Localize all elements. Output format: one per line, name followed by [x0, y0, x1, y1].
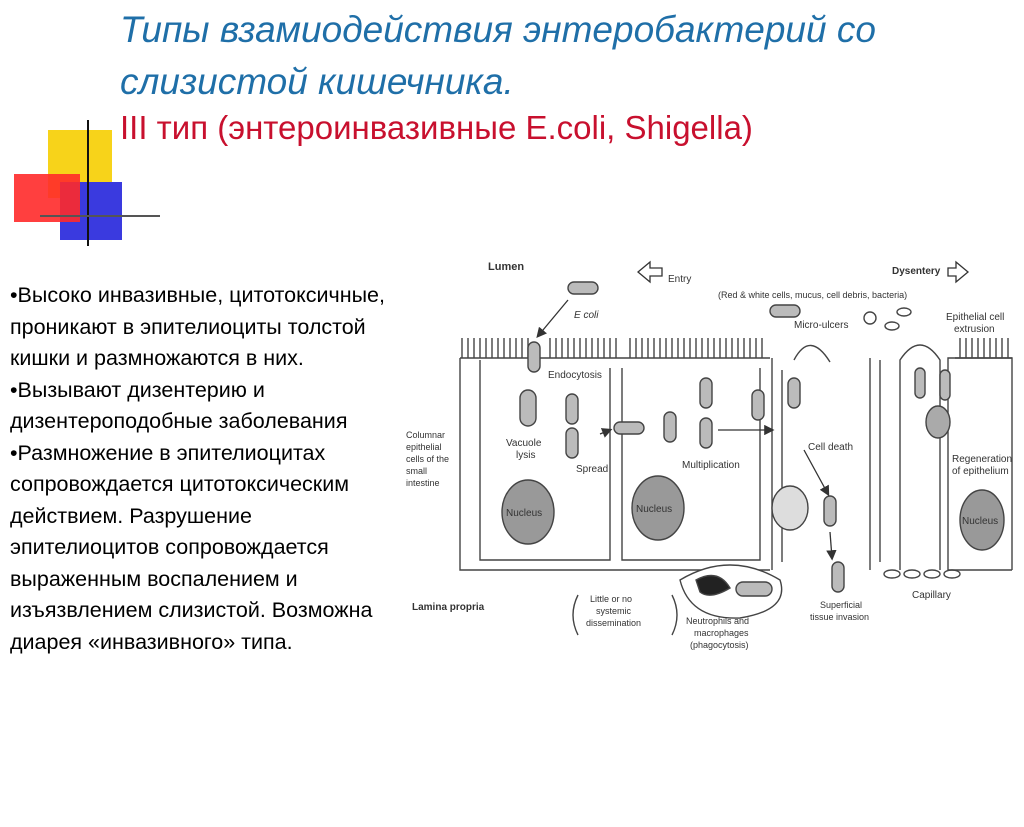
label-regeneration-1: Regeneration: [952, 454, 1012, 465]
label-cell-death: Cell death: [808, 442, 853, 453]
label-columnar-2: epithelial: [406, 442, 442, 452]
label-extrusion-1: Epithelial cell: [946, 312, 1004, 323]
label-little-1: Little or no: [590, 594, 632, 604]
label-micro-ulcers: Micro-ulcers: [794, 320, 848, 331]
label-dysentery: Dysentery: [892, 266, 941, 277]
label-neutrophils-3: (phagocytosis): [690, 640, 749, 650]
label-extrusion-2: extrusion: [954, 324, 995, 335]
decorative-squares: [14, 120, 160, 246]
bullet-list: •Высоко инвазивные, цитотоксичные, прони…: [10, 280, 402, 658]
label-neutrophils-1: Neutrophils and: [686, 616, 749, 626]
label-neutrophils-2: macrophages: [694, 628, 749, 638]
label-superficial-2: tissue invasion: [810, 612, 869, 622]
label-superficial-1: Superficial: [820, 600, 862, 610]
title-line-2: слизистой кишечника.: [120, 61, 514, 102]
label-ecoli: E coli: [574, 310, 599, 321]
label-nucleus-3: Nucleus: [962, 516, 998, 527]
label-multiplication: Multiplication: [682, 460, 740, 471]
invasion-diagram: Lumen Entry E coli Dysentery (Red & whit…: [406, 260, 1013, 650]
label-regeneration-2: of epithelium: [952, 466, 1009, 477]
slide-subtitle: III тип (энтероинвазивные E.coli, Shigel…: [120, 109, 753, 146]
label-nucleus-1: Nucleus: [506, 508, 542, 519]
label-columnar-4: small: [406, 466, 427, 476]
title-line-1: Типы взамиодействия энтеробактерий со: [120, 9, 876, 50]
label-spread: Spread: [576, 464, 608, 475]
label-columnar-3: cells of the: [406, 454, 449, 464]
bullet-item: •Высоко инвазивные, цитотоксичные, прони…: [10, 283, 385, 370]
label-nucleus-2: Nucleus: [636, 504, 672, 515]
label-lumen: Lumen: [488, 261, 524, 273]
bullet-item: •Размножение в эпителиоцитах сопровождае…: [10, 440, 373, 654]
label-columnar-5: intestine: [406, 478, 440, 488]
label-dysentery-note: (Red & white cells, mucus, cell debris, …: [718, 290, 907, 300]
label-vacuole-2: lysis: [516, 450, 535, 461]
bullet-item: •Вызывают дизентерию и дизентероподобные…: [10, 377, 348, 434]
label-vacuole-1: Vacuole: [506, 438, 542, 449]
slide-title: Типы взамиодействия энтеробактерий со сл…: [120, 4, 1000, 108]
label-columnar-1: Columnar: [406, 430, 445, 440]
label-capillary: Capillary: [912, 590, 951, 601]
label-endocytosis: Endocytosis: [548, 370, 602, 381]
label-lamina: Lamina propria: [412, 602, 485, 613]
label-entry: Entry: [668, 274, 691, 285]
label-little-3: dissemination: [586, 618, 641, 628]
label-little-2: systemic: [596, 606, 632, 616]
